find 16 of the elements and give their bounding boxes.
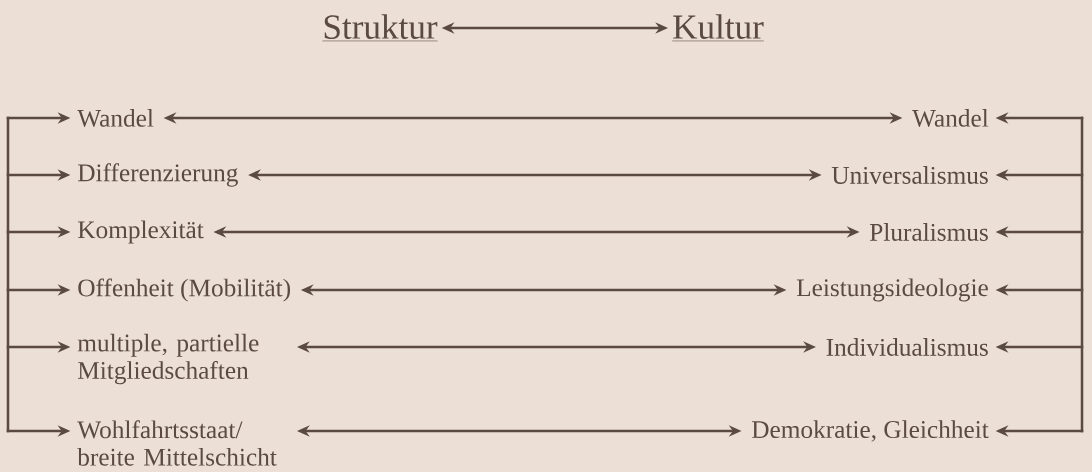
item-label: Demokratie, Gleichheit xyxy=(751,420,989,442)
heading: Struktur xyxy=(322,14,438,42)
item-label: Differenzierung xyxy=(78,163,238,187)
item-label: Komplexität xyxy=(78,220,204,244)
item-label: multiple, partielle Mitgliedschaften xyxy=(77,333,259,385)
item-label: Universalismus xyxy=(831,166,988,184)
item-label: Wohlfahrtsstaat/ breite Mittelschicht xyxy=(77,420,277,466)
bracket-line xyxy=(1080,116,1084,433)
item-label: Individualismus xyxy=(826,338,988,356)
bracket-line xyxy=(6,116,10,433)
item-label: Pluralismus xyxy=(869,223,988,241)
item-label: Wandel xyxy=(912,109,989,127)
heading: Kultur xyxy=(671,14,765,42)
item-label: Wandel xyxy=(77,109,154,127)
item-label: Offenheit (Mobilität) xyxy=(78,278,291,302)
item-label: Leistungsideologie xyxy=(796,278,988,302)
